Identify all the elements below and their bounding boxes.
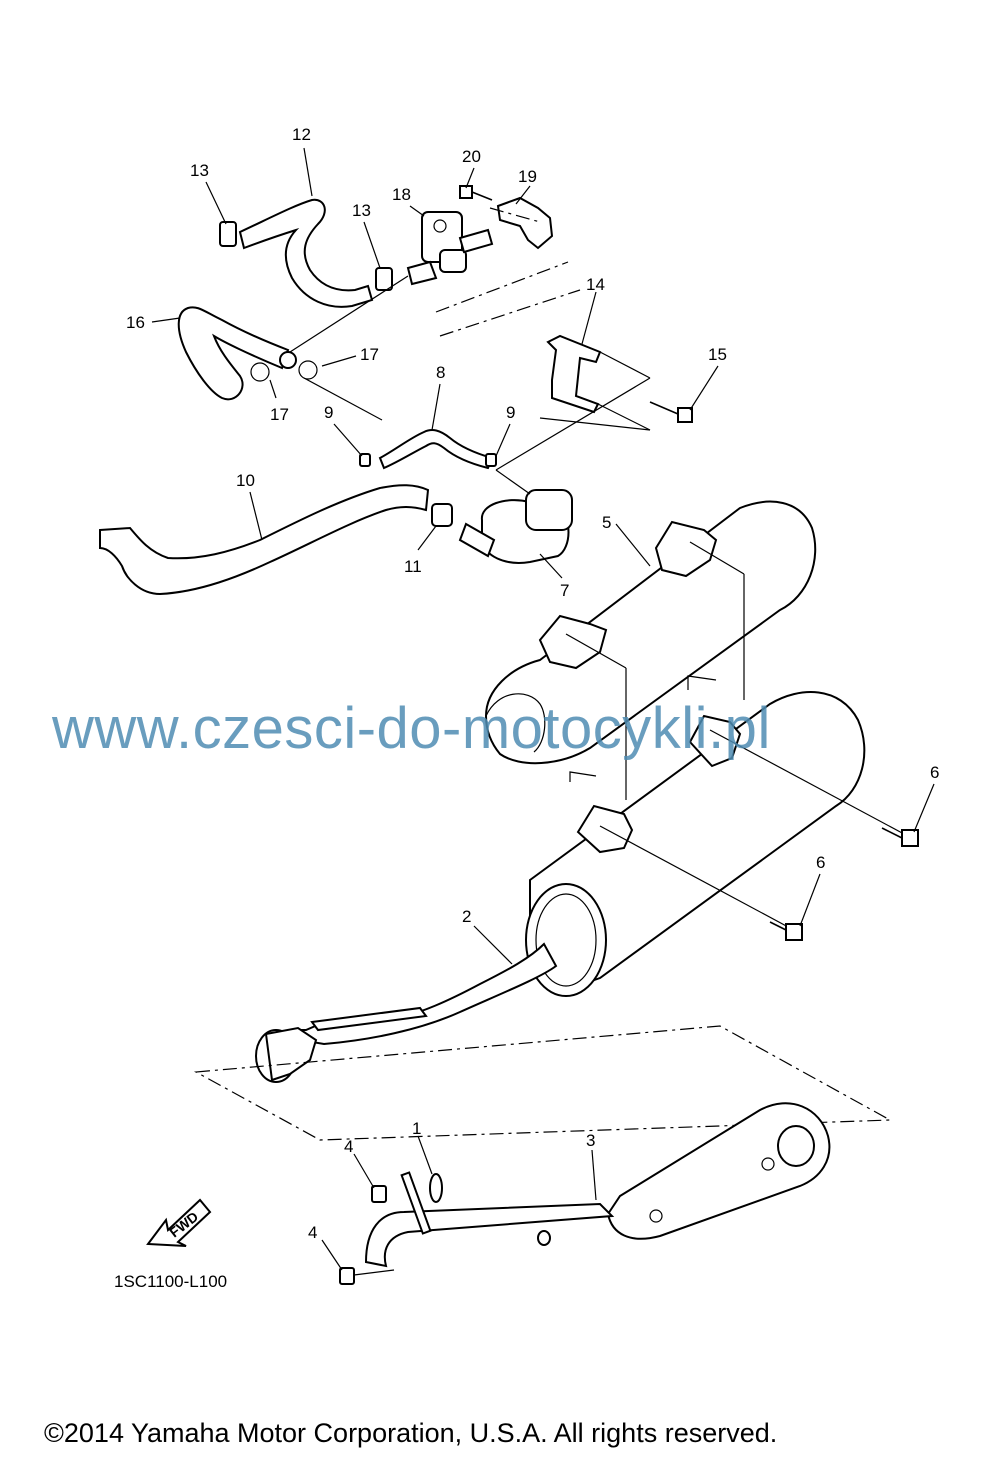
callout-13-left: 13 xyxy=(190,161,209,180)
bracket-19 xyxy=(496,196,554,250)
callout-17-left: 17 xyxy=(270,405,289,424)
clamp-17-left xyxy=(250,362,270,382)
callout-15: 15 xyxy=(708,345,727,364)
callout-20: 20 xyxy=(462,147,481,166)
muffler-2 xyxy=(255,691,905,1083)
callout-6-upper: 6 xyxy=(930,763,939,782)
heat-shield-5 xyxy=(484,500,817,800)
callout-2: 2 xyxy=(462,907,471,926)
diagram-code: 1SC1100-L100 xyxy=(114,1272,227,1291)
callout-17-right: 17 xyxy=(360,345,379,364)
bolt-6-lower xyxy=(769,921,803,941)
callout-16: 16 xyxy=(126,313,145,332)
callout-5: 5 xyxy=(602,513,611,532)
copyright-notice: ©2014 Yamaha Motor Corporation, U.S.A. A… xyxy=(44,1418,777,1448)
bolt-20 xyxy=(459,185,493,201)
exhaust-pipe-3 xyxy=(193,1025,893,1277)
callout-7: 7 xyxy=(560,581,569,600)
callout-4-upper: 4 xyxy=(344,1137,353,1156)
callout-8: 8 xyxy=(436,363,445,382)
leader-lines xyxy=(151,147,935,1271)
clamp-9-left xyxy=(359,453,371,467)
callout-9-right: 9 xyxy=(506,403,515,422)
callout-6-lower: 6 xyxy=(816,853,825,872)
clamp-17-right xyxy=(298,360,318,380)
hose-16 xyxy=(177,306,290,401)
hose-16-end xyxy=(279,351,297,369)
air-cut-valve-18 xyxy=(406,211,494,286)
callout-11: 11 xyxy=(404,557,422,576)
hose-10 xyxy=(99,484,430,596)
callout-1: 1 xyxy=(412,1119,421,1138)
forward-arrow-icon: FWD xyxy=(146,1198,212,1247)
hose-8 xyxy=(378,429,494,470)
callout-14: 14 xyxy=(586,275,605,294)
stud-4-lower xyxy=(339,1267,355,1285)
bracket-14 xyxy=(435,261,651,471)
callout-13-right: 13 xyxy=(352,201,371,220)
callout-19: 19 xyxy=(518,167,537,186)
air-filter-7 xyxy=(458,469,573,564)
stud-4-upper xyxy=(371,1185,387,1203)
clamp-11 xyxy=(431,503,453,527)
clamp-9-right xyxy=(485,453,497,467)
clamp-13-left xyxy=(219,221,237,247)
callout-12: 12 xyxy=(292,125,311,144)
bolt-6-upper xyxy=(881,827,919,847)
hose-12 xyxy=(238,198,374,308)
bolt-15 xyxy=(649,401,693,423)
clamp-13-right xyxy=(375,267,393,291)
callout-9-left: 9 xyxy=(324,403,333,422)
callout-3: 3 xyxy=(586,1131,595,1150)
callout-10: 10 xyxy=(236,471,255,490)
callout-18: 18 xyxy=(392,185,411,204)
callout-4-lower: 4 xyxy=(308,1223,317,1242)
watermark: www.czesci-do-motocykli.pl xyxy=(51,696,771,761)
